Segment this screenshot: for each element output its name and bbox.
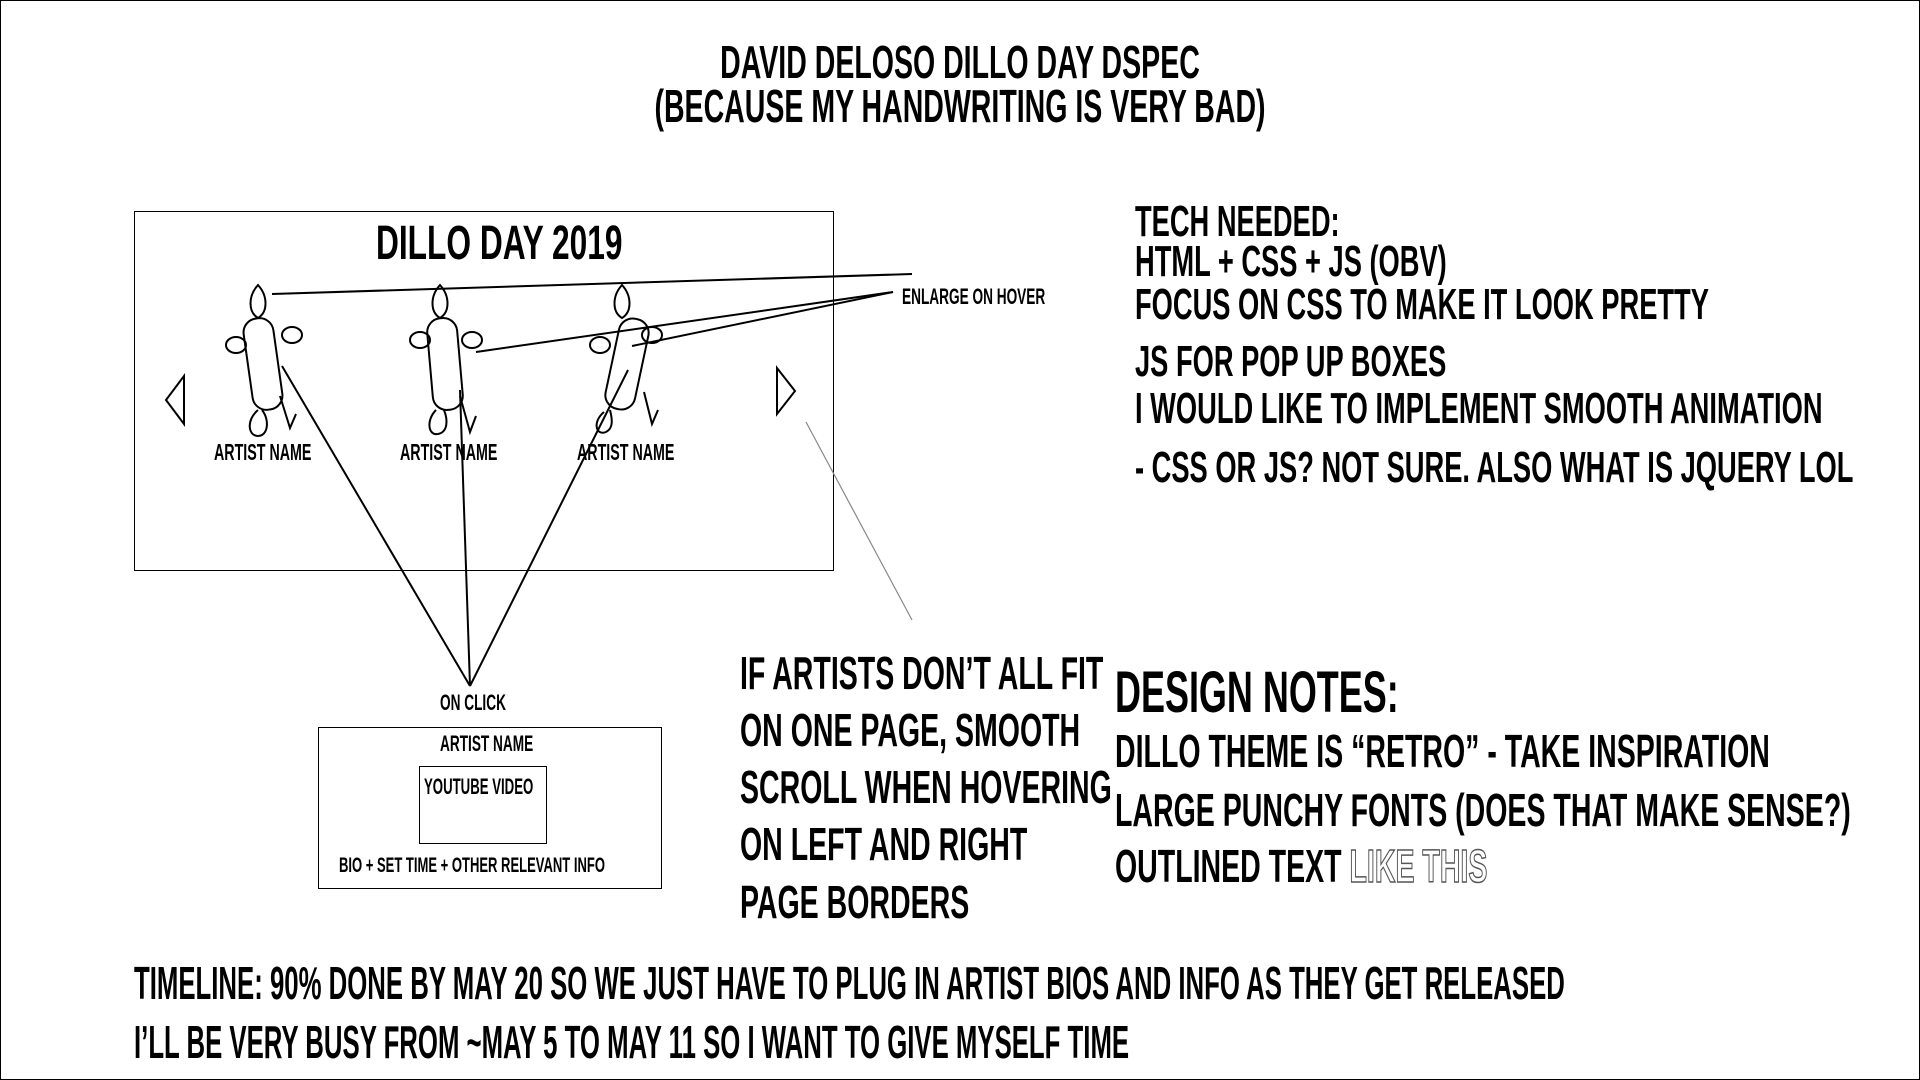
- timeline-line-2: I’ll be very busy from ~May 5 to May 11 …: [134, 1016, 1130, 1068]
- tech-line-6: - CSS or JS? not sure. also what is jque…: [1135, 443, 1854, 492]
- mockup-heading: Dillo Day 2019: [376, 217, 623, 270]
- artist-label-1: Artist Name: [214, 439, 312, 465]
- popup-artist-name: Artist Name: [440, 731, 534, 756]
- outlined-text-example: like this: [1349, 840, 1488, 892]
- design-line-3-prefix: Outlined text: [1115, 840, 1342, 892]
- artist-label-3: Artist Name: [577, 439, 675, 465]
- popup-mockup: [318, 727, 662, 889]
- design-line-1: Dillo theme is “retro” - take inspiratio…: [1115, 725, 1770, 777]
- title-line-1: David Deloso Dillo Day DSpec: [720, 36, 1200, 88]
- tech-line-3: Focus on CSS to make it look pretty: [1135, 280, 1709, 329]
- scroll-note-line-2: on one page, smooth: [740, 704, 1081, 756]
- tech-line-1: Tech needed:: [1135, 197, 1340, 246]
- tech-line-2: HTML + CSS + JS (obv): [1135, 237, 1447, 286]
- on-click-label: On click: [440, 690, 506, 715]
- timeline-line-1: Timeline: 90% done by May 20 so we just …: [134, 957, 1565, 1009]
- youtube-video-label: YouTube Video: [424, 774, 534, 799]
- scroll-note-line-3: scroll when hovering: [740, 761, 1112, 813]
- tech-line-4: JS for pop up boxes: [1135, 337, 1447, 386]
- enlarge-on-hover-label: Enlarge on hover: [902, 284, 1046, 309]
- design-notes-heading: Design Notes:: [1115, 660, 1399, 725]
- scroll-note-line-1: If artists don’t all fit: [740, 647, 1104, 699]
- scroll-note-line-5: page borders: [740, 876, 970, 928]
- artist-label-2: Artist Name: [400, 439, 498, 465]
- youtube-video-placeholder: [419, 766, 547, 844]
- design-line-2: Large punchy fonts (does that make sense…: [1115, 784, 1851, 836]
- design-line-3: Outlined text like this: [1115, 840, 1488, 892]
- popup-info: Bio + set time + other relevant info: [339, 854, 605, 877]
- scroll-note-line-4: on left and right: [740, 818, 1028, 870]
- title-line-2: (Because my handwriting is very bad): [654, 80, 1266, 132]
- page-title: David Deloso Dillo Day DSpec (Because my…: [0, 36, 1920, 132]
- tech-line-5: I would like to implement smooth animati…: [1135, 384, 1823, 433]
